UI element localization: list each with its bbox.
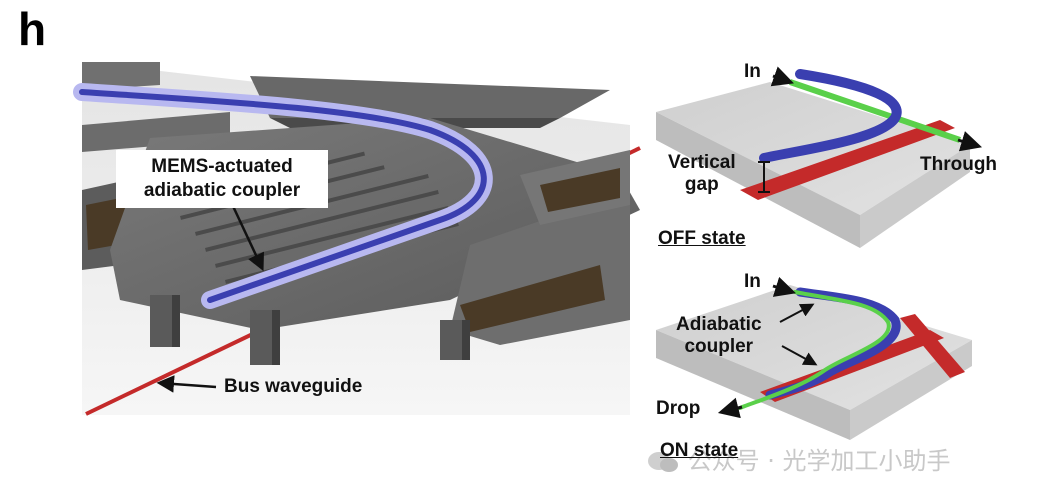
adiabatic-label-line-2: coupler	[684, 335, 754, 357]
vertical-label-line-1: Vertical	[668, 152, 736, 173]
top-arm	[82, 62, 160, 90]
on-blue-waveguide	[765, 287, 901, 400]
off-in-arrow	[770, 66, 794, 87]
panel-letter: h	[18, 3, 47, 55]
callout-pointer	[230, 203, 264, 272]
off-substrate-side	[860, 145, 970, 248]
off-through-label: Through	[920, 154, 998, 175]
callout-line-2: adiabatic coupler	[143, 179, 301, 201]
off-through-arrow	[957, 131, 983, 152]
on-state-illustration	[656, 276, 972, 440]
support-pillars	[150, 295, 462, 365]
off-bus-waveguide	[740, 120, 955, 200]
wechat-icon	[648, 452, 678, 472]
callout-line-1: MEMS-actuated	[151, 156, 293, 177]
watermark-text: 公众号 · 光学加工小助手	[687, 447, 951, 475]
watermark: 公众号 · 光学加工小助手	[646, 441, 951, 476]
on-in-arrow	[772, 276, 797, 297]
on-green-waveguide	[738, 290, 891, 410]
bus-waveguide-label: Bus waveguide	[224, 376, 363, 397]
mems-coupler-callout: MEMS-actuated adiabatic coupler	[116, 150, 328, 208]
off-in-label: In	[744, 61, 761, 82]
mems-device-illustration	[73, 62, 641, 416]
off-vertical-gap-label: Vertical gap	[668, 152, 736, 196]
right-upper-pad	[540, 168, 620, 212]
right-pad	[460, 265, 605, 332]
off-state-label: OFF state	[658, 228, 746, 249]
on-drop-arrow	[717, 397, 743, 419]
vertical-label-line-2: gap	[684, 173, 719, 195]
off-green-waveguide	[789, 79, 961, 143]
coupler-waveguide	[79, 89, 487, 303]
on-drop-label: Drop	[656, 398, 701, 419]
off-state-illustration	[656, 66, 983, 248]
on-state-label: ON state	[660, 440, 739, 461]
adiabatic-label-line-1: Adiabatic	[676, 314, 762, 335]
on-adiabatic-label: Adiabatic coupler	[676, 314, 762, 358]
off-blue-waveguide	[759, 69, 902, 163]
off-substrate-front	[656, 112, 860, 248]
on-substrate-front	[656, 330, 850, 440]
adiabatic-pointer-2	[781, 345, 818, 366]
adiabatic-pointer-1	[779, 303, 815, 323]
on-in-label: In	[744, 271, 761, 292]
bus-pointer	[156, 375, 217, 393]
on-bus-cross	[900, 314, 965, 378]
